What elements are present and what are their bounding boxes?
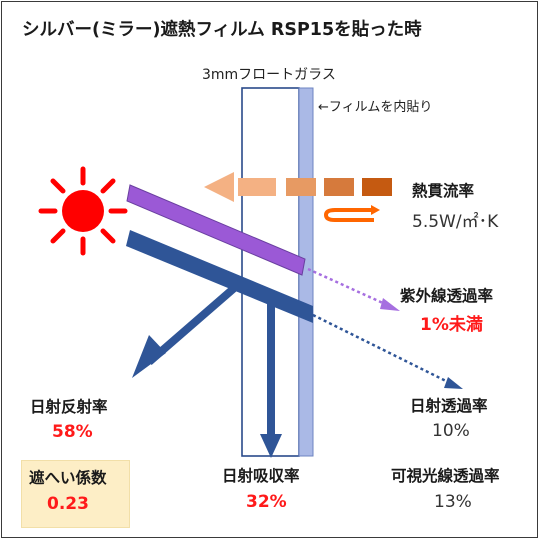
- shading-coefficient-box: [21, 460, 130, 528]
- uv-transmitted-line: [307, 267, 386, 306]
- solar-absorptance-label: 日射吸収率: [222, 467, 300, 485]
- visible-transmittance-value: 13%: [434, 492, 472, 512]
- reflected-arrowhead: [132, 335, 166, 378]
- solar-transmitted-arrowhead: [444, 377, 463, 389]
- solar-reflectance-value: 58%: [52, 422, 93, 442]
- uv-label: 紫外線透過率: [400, 287, 494, 305]
- heat-transfer-value: 5.5W/㎡･K: [412, 212, 499, 232]
- sun-icon: [38, 166, 128, 256]
- heat-return-icon: [323, 205, 380, 222]
- film-label: ←フィルムを内貼り: [318, 100, 433, 115]
- solar-reflectance-label: 日射反射率: [30, 398, 108, 416]
- heat-transfer-label: 熱貫流率: [412, 182, 475, 200]
- solar-ray: [126, 230, 313, 323]
- solar-transmittance-label: 日射透過率: [410, 397, 488, 415]
- visible-transmittance-label: 可視光線透過率: [391, 467, 500, 485]
- page-title: シルバー(ミラー)遮熱フィルム RSP15を貼った時: [22, 20, 422, 40]
- uv-arrowhead: [380, 298, 400, 311]
- absorbed-arrowhead: [260, 434, 282, 458]
- glass-label: 3mmフロートガラス: [202, 67, 336, 83]
- shading-coefficient-label: 遮へい係数: [29, 469, 107, 487]
- solar-transmittance-value: 10%: [432, 421, 470, 441]
- solar-transmitted-line: [312, 313, 451, 385]
- shading-coefficient-value: 0.23: [47, 494, 89, 514]
- uv-value: 1%未満: [420, 315, 483, 335]
- uv-ray: [126, 184, 306, 276]
- heat-flow-arrow: [204, 172, 392, 202]
- diagram-canvas: [38, 87, 463, 458]
- solar-absorptance-value: 32%: [246, 492, 287, 512]
- reflected-ray: [146, 279, 243, 366]
